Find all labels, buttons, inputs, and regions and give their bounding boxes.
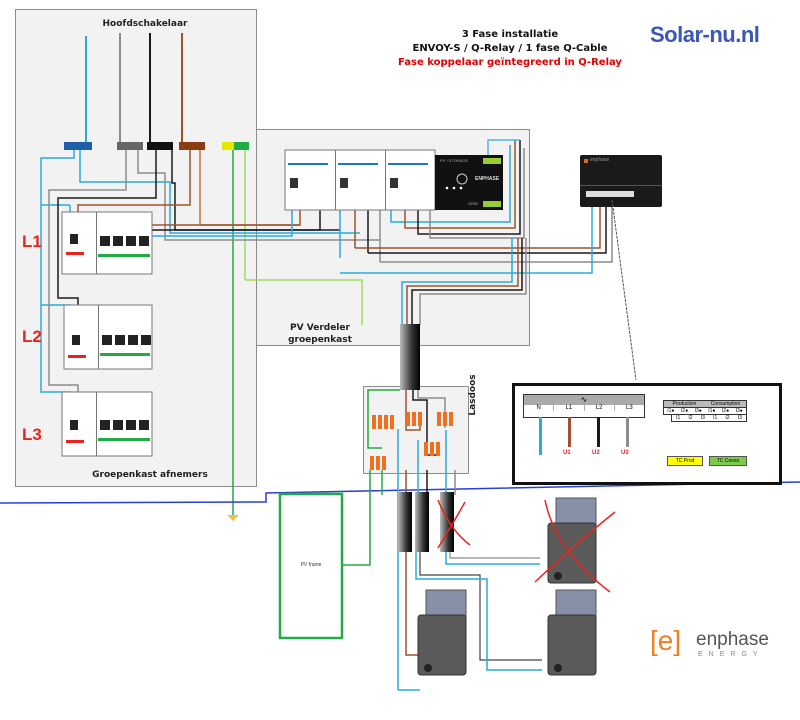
q-relay-brand: ENPHASE	[475, 176, 500, 182]
pv-distributor-line2: groepenkast	[288, 335, 352, 345]
envoy-pointer-line	[611, 199, 637, 381]
q-relay-bottom-label: GRID	[468, 201, 478, 206]
q-relay	[435, 155, 503, 210]
pv-distributor-label: PV Verdeler groepenkast	[270, 322, 370, 346]
q-cable-main	[400, 324, 420, 390]
output-u2: U2	[592, 450, 600, 456]
ac-symbol: ∿	[524, 395, 644, 405]
ct-row2-cell: I2	[688, 415, 693, 421]
breaker-group-l3	[61, 391, 153, 457]
terminal-n: N	[524, 405, 555, 411]
q-cable-1	[398, 492, 412, 552]
phase-label-l3: L3	[22, 425, 42, 444]
solar-nu-logo: Solar-nu.nl	[650, 10, 760, 54]
terminal-l1: L1	[554, 405, 585, 411]
breaker-group-l2	[63, 304, 153, 370]
wiring-legend: ∿ N L1 L2 L3 U1 U2 U3 Production Consump…	[512, 383, 782, 485]
solar-nu-logo-text: Solar-nu.nl	[650, 22, 760, 47]
disabled-inverter-cross	[534, 499, 616, 593]
ct-row1-cell: I2●	[721, 408, 730, 414]
ct-row1-cell: I1●	[667, 408, 675, 414]
ct-row2-cell: I2	[725, 415, 730, 421]
tc-prod-badge: TC Prod	[667, 456, 703, 466]
pv-breakers	[284, 149, 436, 211]
l2-busbar	[147, 142, 173, 150]
ground-level-line	[0, 481, 800, 504]
pv-frame	[278, 492, 344, 640]
enphase-energy-logo: [e] enphase ENERGY	[650, 625, 769, 658]
ct-row1-cell: I1●	[708, 408, 716, 414]
terminal-l3: L3	[626, 405, 633, 411]
title-line-1: 3 Fase installatie	[461, 29, 559, 40]
phase-label-l1: L1	[22, 232, 42, 251]
q-cable-3	[440, 492, 454, 552]
earth-busbar-yellow	[222, 142, 234, 150]
microinverter-2	[547, 589, 597, 676]
l1-busbar	[179, 142, 205, 150]
terminal-l2: L2	[585, 405, 615, 411]
pv-distributor-line1: PV Verdeler	[290, 323, 350, 333]
legend-l1-wire	[568, 417, 571, 447]
legend-neutral-wire	[539, 417, 542, 455]
earth-busbar-green	[234, 142, 249, 150]
q-cable-2	[415, 492, 429, 552]
consumer-panel-label: Groepenkast afnemers	[92, 470, 208, 480]
tc-conso-badge: TC Conso	[709, 456, 747, 466]
ct-terminal-block: Production Consumption I1● I2● I3● I1● I…	[663, 400, 747, 422]
ct-row2-cell: I1	[676, 415, 681, 421]
output-u3: U3	[621, 450, 629, 456]
ct-row1-cell: I2●	[680, 408, 689, 414]
q-relay-top-label: PV / STORAGE	[440, 158, 469, 163]
enphase-energy-text: ENERGY	[698, 651, 764, 658]
microinverter-1	[417, 589, 467, 676]
title-line-3: Fase koppelaar geïntegreerd in Q-Relay	[398, 57, 622, 68]
phase-label-l2: L2	[22, 327, 42, 346]
legend-l2-wire	[597, 417, 600, 447]
terminal-strip: ∿ N L1 L2 L3	[523, 394, 645, 418]
ct-consumption-header: Consumption	[710, 401, 741, 407]
diagram-title: 3 Fase installatie ENVOY-S / Q-Relay / 1…	[380, 28, 640, 70]
neutral-busbar	[64, 142, 92, 150]
ct-row1-cell: I3●	[735, 408, 743, 414]
main-switch-label: Hoofdschakelaar	[102, 19, 188, 29]
ct-row2-cell: I1	[713, 415, 718, 421]
disabled-cable-cross	[437, 499, 471, 549]
ct-row2-cell: I3	[700, 415, 705, 421]
envoy-brand: enphase	[590, 157, 610, 163]
microinverter-3-disabled	[547, 497, 597, 584]
wago-connectors	[370, 412, 453, 470]
enphase-bracket-icon: [e]	[650, 625, 682, 656]
ct-row2-cell: I3	[737, 415, 742, 421]
pv-frame-label: PV frame	[300, 562, 322, 568]
output-u1: U1	[563, 450, 571, 456]
junction-box-label: Lasdoos	[468, 374, 478, 416]
l3-busbar	[117, 142, 143, 150]
enphase-wordmark: enphase	[696, 629, 769, 650]
title-line-2: ENVOY-S / Q-Relay / 1 fase Q-Cable	[412, 43, 608, 54]
envoy-s	[580, 155, 662, 207]
legend-l3-wire	[626, 417, 629, 447]
ct-row1-cell: I3●	[694, 408, 702, 414]
ct-production-header: Production	[672, 401, 697, 407]
ground-symbol	[227, 515, 239, 521]
breaker-group-l1	[61, 211, 153, 275]
